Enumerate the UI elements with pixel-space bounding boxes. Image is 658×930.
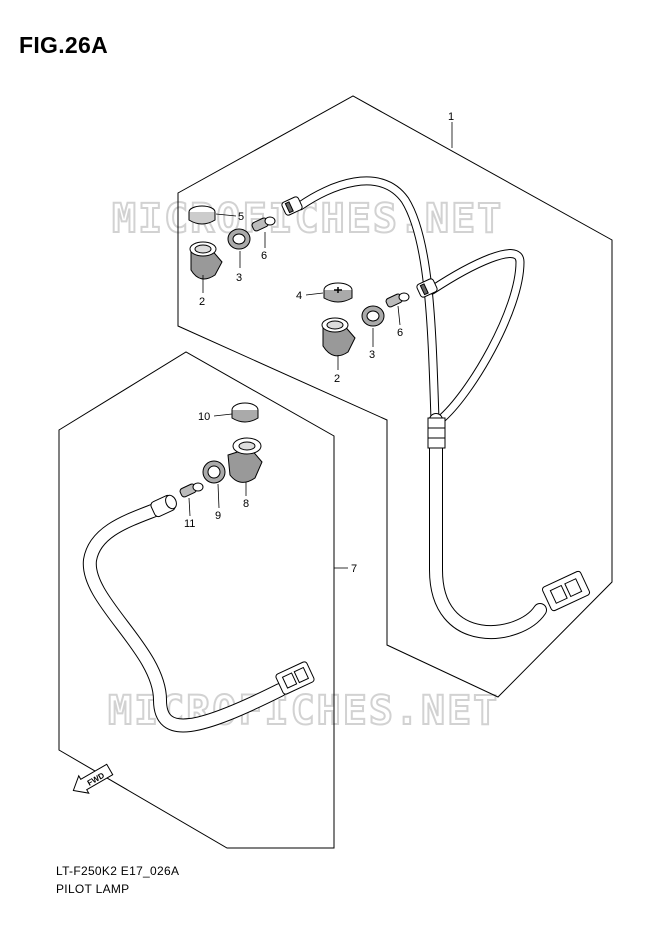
figure-title: FIG.26A xyxy=(19,32,109,58)
harness-part-7 xyxy=(82,501,287,733)
socket-connector-icon xyxy=(150,494,177,518)
callout-6-second: 6 xyxy=(397,327,403,339)
callout-6: 6 xyxy=(261,250,267,262)
grommet-icon xyxy=(202,460,226,484)
grommet-icon xyxy=(227,228,251,250)
callout-4: 4 xyxy=(296,290,302,302)
forward-arrow-icon: FWD xyxy=(72,763,114,794)
callout-10: 10 xyxy=(198,411,210,423)
callout-5: 5 xyxy=(238,211,244,223)
bulb-icon xyxy=(179,482,204,498)
harness-part-1 xyxy=(295,176,547,639)
lens-cap-icon xyxy=(231,402,259,423)
bulb-icon xyxy=(251,216,276,232)
socket-icon xyxy=(321,317,356,357)
grommet-icon xyxy=(361,305,385,327)
socket-icon xyxy=(189,241,223,280)
callout-9: 9 xyxy=(215,510,221,522)
connector-icon xyxy=(281,196,438,298)
group-outline-part-1 xyxy=(177,95,613,698)
bulb-icon xyxy=(385,292,410,308)
lens-cap-icon xyxy=(188,205,216,225)
callout-2: 2 xyxy=(199,296,205,308)
coupler-icon xyxy=(541,570,591,612)
figure-code: LT-F250K2 E17_026A xyxy=(56,864,180,878)
callout-3: 3 xyxy=(236,272,242,284)
callout-1: 1 xyxy=(448,111,454,123)
callout-2-second: 2 xyxy=(334,373,340,385)
callout-7: 7 xyxy=(351,563,357,575)
socket-icon xyxy=(227,437,263,483)
callout-8: 8 xyxy=(243,498,249,510)
callout-11: 11 xyxy=(184,518,195,530)
coupler-icon xyxy=(275,661,315,695)
figure-caption: PILOT LAMP xyxy=(56,882,130,896)
leader-lines xyxy=(188,122,453,569)
group-outline-part-7 xyxy=(58,351,335,849)
callout-3-second: 3 xyxy=(369,349,375,361)
lens-cap-icon xyxy=(323,282,353,303)
